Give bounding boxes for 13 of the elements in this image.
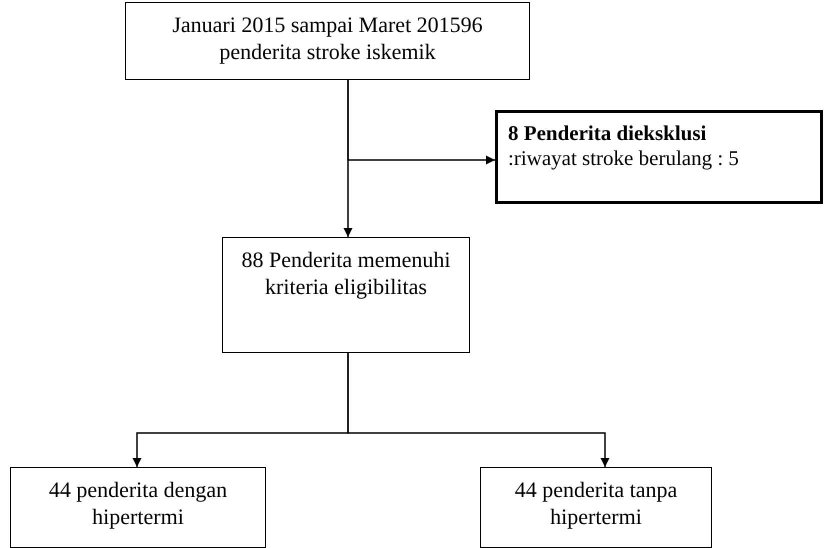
- box-heading: 8 Penderita dieksklusi: [508, 121, 708, 146]
- process-box: [125, 2, 530, 80]
- box-text: Januari 2015 sampai Maret 201596 penderita stroke iskemik: [171, 11, 484, 65]
- process-box: [222, 237, 470, 353]
- box-text: :riwayat stroke berulang : 5: [508, 146, 740, 171]
- box-text: 44 penderita tanpa hipertermi: [514, 476, 678, 530]
- arrow: [347, 80, 495, 164]
- arrow: [347, 353, 610, 467]
- box-text: 88 Penderita memenuhi kriteria eligibilitas: [240, 246, 452, 300]
- box-text: 44 penderita dengan hipertermi: [48, 476, 228, 530]
- process-box: [480, 467, 712, 548]
- process-box: [10, 467, 266, 548]
- exclusion-box: [495, 110, 823, 204]
